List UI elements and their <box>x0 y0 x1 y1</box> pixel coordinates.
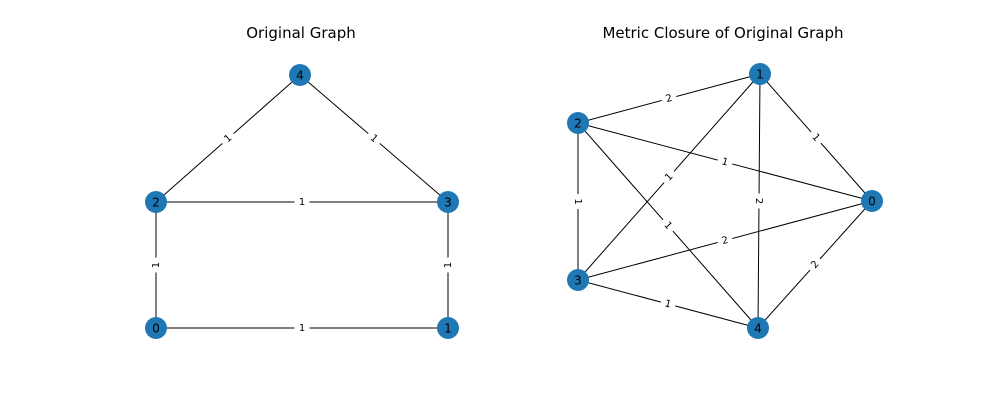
graph-node <box>861 190 883 212</box>
edge-label-bg <box>657 215 679 236</box>
edge-weight-label: 2 <box>665 93 674 105</box>
node-label: 3 <box>444 196 452 210</box>
node-label: 1 <box>756 68 764 82</box>
edge-label-group: 1 <box>149 257 163 273</box>
edge-weight-label: 1 <box>368 133 380 146</box>
edge-label-group: 1 <box>658 295 678 313</box>
graph-node <box>437 191 459 213</box>
edge-label-group: 2 <box>715 231 735 250</box>
edge-label-bg <box>804 254 826 275</box>
edge-label-group: 1 <box>658 166 680 188</box>
node-label: 1 <box>444 322 452 336</box>
graph-node <box>567 112 589 134</box>
graph-metric-closure: Metric Closure of Original Graph 2 1 1 2 1 1 1… <box>567 24 883 339</box>
edge-weight-label: 2 <box>753 198 764 204</box>
graph-node <box>747 317 769 339</box>
edge-label-bg <box>149 257 163 273</box>
edge-label-group: 1 <box>363 128 385 149</box>
edge-weight-label: 1 <box>151 262 162 268</box>
graph-node <box>145 317 167 339</box>
edge-label-group: 2 <box>659 89 679 108</box>
graph-node <box>749 63 771 85</box>
node-label: 4 <box>754 322 762 336</box>
graph-node <box>437 317 459 339</box>
edge-weight-label: 1 <box>299 197 305 208</box>
node-label: 4 <box>296 69 304 83</box>
edge-label-group: 1 <box>294 195 310 209</box>
edge-label-bg <box>217 128 239 149</box>
edge-weight-label: 1 <box>572 198 583 204</box>
edge-label-group: 1 <box>715 153 735 171</box>
edge-label-group: 1 <box>571 194 585 209</box>
edge-label-group: 2 <box>804 254 826 275</box>
edge-label-bg <box>441 257 455 273</box>
edge-weight-label: 2 <box>721 235 730 247</box>
edge-label-group: 1 <box>294 321 310 335</box>
graph-node <box>289 64 311 86</box>
node-label: 2 <box>152 196 160 210</box>
edge-label-bg <box>805 127 827 148</box>
edge-label-bg <box>659 89 679 108</box>
edge-label-bg <box>715 153 735 171</box>
edge-label-group: 2 <box>752 193 766 209</box>
edge-label-group: 1 <box>217 128 239 149</box>
graph-original: Original Graph 1 1 1 1 1 1 4 2 3 0 1 <box>145 24 459 339</box>
edge-label-bg <box>715 231 735 250</box>
node-label: 0 <box>868 195 876 209</box>
graph-node <box>567 269 589 291</box>
edge-weight-label: 1 <box>299 323 305 334</box>
edge-weight-label: 1 <box>663 298 672 310</box>
node-label: 3 <box>574 274 582 288</box>
graph-node <box>145 191 167 213</box>
edge-label-bg <box>294 195 310 209</box>
edge-weight-label: 1 <box>720 156 729 168</box>
edge-label-bg <box>752 193 766 209</box>
node-label: 2 <box>574 117 582 131</box>
edge-label-group: 1 <box>657 215 679 236</box>
edge-label-bg <box>294 321 310 335</box>
edge-label-group: 1 <box>805 127 827 148</box>
edge-label-bg <box>658 295 678 313</box>
edge-label-bg <box>571 194 585 209</box>
edge-label-bg <box>363 128 385 149</box>
graph-title-original: Original Graph <box>246 24 355 42</box>
edge-label-group: 1 <box>441 257 455 273</box>
graph-title-metric-closure: Metric Closure of Original Graph <box>602 24 843 42</box>
edge-label-bg <box>658 166 680 188</box>
edge-weight-label: 1 <box>443 262 454 268</box>
node-label: 0 <box>152 322 160 336</box>
